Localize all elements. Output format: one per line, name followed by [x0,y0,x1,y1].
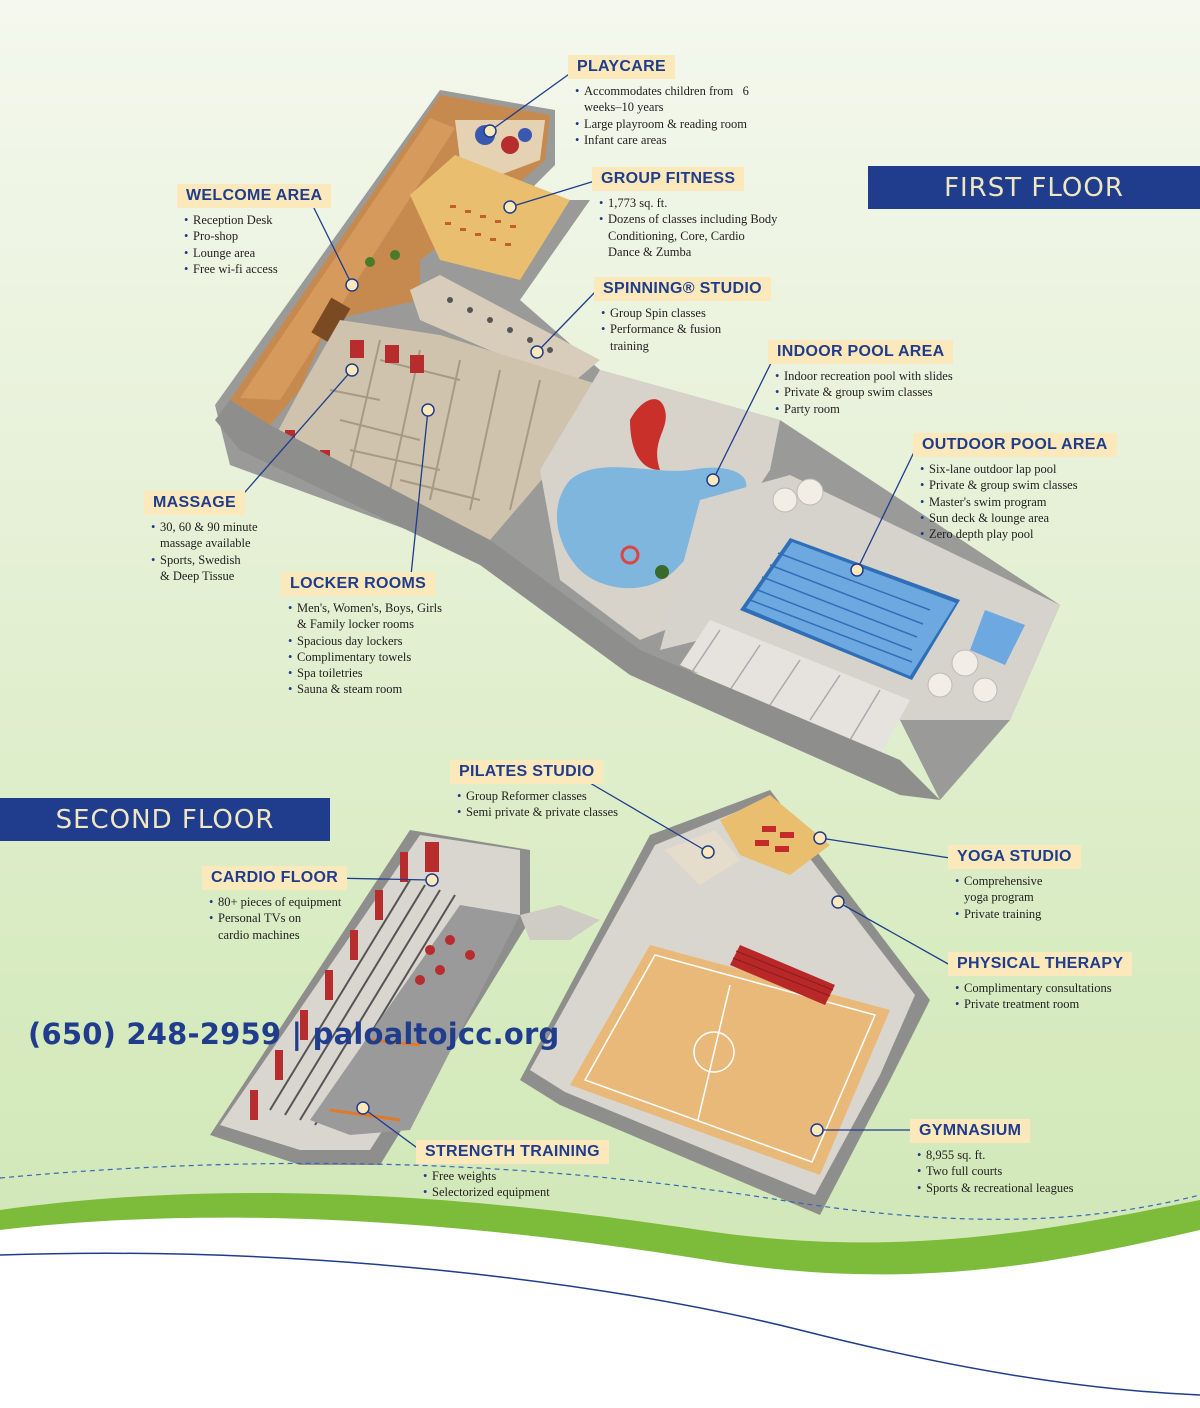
second-floor-banner: SECOND FLOOR [0,798,330,841]
callout-bullet: Zero depth play pool [920,526,1117,543]
callout-bullet: Indoor recreation pool with slides [775,368,953,385]
callout-title: STRENGTH TRAINING [416,1140,609,1164]
callout-group-fitness: GROUP FITNESS 1,773 sq. ft. Dozens of cl… [592,167,777,260]
callout-bullet: Selectorized equipment [423,1184,609,1201]
callout-title: SPINNING® STUDIO [594,277,771,301]
callout-bullet: Complimentary consultations [955,980,1132,997]
callout-pilates-studio: PILATES STUDIO Group Reformer classes Se… [450,760,618,821]
second-floor-plan [210,790,930,1215]
callout-bullet: Spacious day lockers [288,633,442,650]
callout-bullet-continued: training [610,338,649,353]
callout-bullet: Reception Desk [184,212,331,229]
callout-title: YOGA STUDIO [948,845,1081,869]
callout-title: MASSAGE [144,491,245,515]
callout-playcare: PLAYCARE Accommodates children from 6 we… [568,55,759,148]
callout-strength-training: STRENGTH TRAINING Free weights Selectori… [416,1140,609,1201]
callout-bullet: Spa toiletries [288,665,442,682]
callout-bullet-continued: Dance & Zumba [608,244,692,259]
callout-title: CARDIO FLOOR [202,866,348,890]
callout-bullet: Performance & fusion [601,321,771,338]
callout-bullet: Dozens of classes including Body [599,211,777,228]
callout-title: INDOOR POOL AREA [768,340,954,364]
callout-bullet: Private treatment room [955,996,1132,1013]
callout-bullet: Sports & recreational leagues [917,1180,1074,1197]
callout-bullet: 1,773 sq. ft. [599,195,777,212]
callout-bullet: Men's, Women's, Boys, Girls [288,600,442,617]
callout-bullet: Master's swim program [920,494,1117,511]
callout-bullet-continued: yoga program [964,890,1034,905]
callout-bullet: Party room [775,401,953,418]
callout-bullet: Two full courts [917,1163,1074,1180]
callout-bullet: Large playroom & reading room [575,116,759,133]
contact-footer[interactable]: (650) 248-2959 | paloaltojcc.org [28,1017,560,1051]
callout-title: PHYSICAL THERAPY [948,952,1133,976]
callout-bullet: Private training [955,906,1081,923]
callout-bullet: Group Reformer classes [457,788,618,805]
callout-bullet: Personal TVs on [209,910,347,927]
callout-yoga-studio: YOGA STUDIO Comprehensive yoga program P… [948,845,1081,922]
callout-bullet-continued: cardio machines [218,927,300,942]
callout-bullet: Sauna & steam room [288,681,442,698]
callout-gymnasium: GYMNASIUM 8,955 sq. ft. Two full courts … [910,1119,1074,1196]
callout-bullet: Semi private & private classes [457,804,618,821]
callout-bullet: Free weights [423,1168,609,1185]
callout-bullet: Sports, Swedish [151,552,258,569]
leader-dots [345,124,864,1137]
callout-bullet: Free wi-fi access [184,261,331,278]
callout-bullet: Private & group swim classes [775,384,953,401]
callout-cardio-floor: CARDIO FLOOR 80+ pieces of equipment Per… [202,866,348,943]
callout-bullet: Group Spin classes [601,305,771,322]
callout-indoor-pool: INDOOR POOL AREA Indoor recreation pool … [768,340,954,418]
callout-bullet: Six-lane outdoor lap pool [920,461,1117,478]
callout-welcome-area: WELCOME AREA Reception Desk Pro-shop Lou… [177,184,332,278]
callout-bullet-continued: & Family locker rooms [297,617,414,632]
callout-bullet: Private & group swim classes [920,477,1117,494]
callout-bullet: Pro-shop [184,228,331,245]
callout-title: GROUP FITNESS [592,167,745,191]
callout-bullet: Comprehensive [955,873,1081,890]
callout-bullet: 80+ pieces of equipment [209,894,347,911]
callout-title: LOCKER ROOMS [281,572,436,596]
callout-bullet: Complimentary towels [288,649,442,666]
callout-bullet: Lounge area [184,245,331,262]
callout-physical-therapy: PHYSICAL THERAPY Complimentary consultat… [948,952,1133,1013]
callout-massage: MASSAGE 30, 60 & 90 minute massage avail… [144,491,258,584]
callout-title: WELCOME AREA [177,184,332,208]
callout-title: GYMNASIUM [910,1119,1031,1143]
callout-bullet: 30, 60 & 90 minute [151,519,258,536]
callout-bullet-continued: & Deep Tissue [160,568,235,583]
callout-bullet: Accommodates children from 6 weeks–10 ye… [575,83,759,116]
callout-spinning-studio: SPINNING® STUDIO Group Spin classes Perf… [594,277,771,354]
callout-bullet: 8,955 sq. ft. [917,1147,1074,1164]
callout-bullet: Sun deck & lounge area [920,510,1117,527]
callout-outdoor-pool: OUTDOOR POOL AREA Six-lane outdoor lap p… [913,433,1117,543]
callout-title: OUTDOOR POOL AREA [913,433,1117,457]
callout-bullet-continued: Conditioning, Core, Cardio [608,228,745,243]
callout-title: PILATES STUDIO [450,760,604,784]
decorative-waves [0,1162,1200,1408]
callout-locker-rooms: LOCKER ROOMS Men's, Women's, Boys, Girls… [281,572,442,698]
first-floor-banner: FIRST FLOOR [868,166,1200,209]
callout-title: PLAYCARE [568,55,675,79]
callout-bullet-continued: massage available [160,536,251,551]
callout-bullet: Infant care areas [575,132,759,149]
